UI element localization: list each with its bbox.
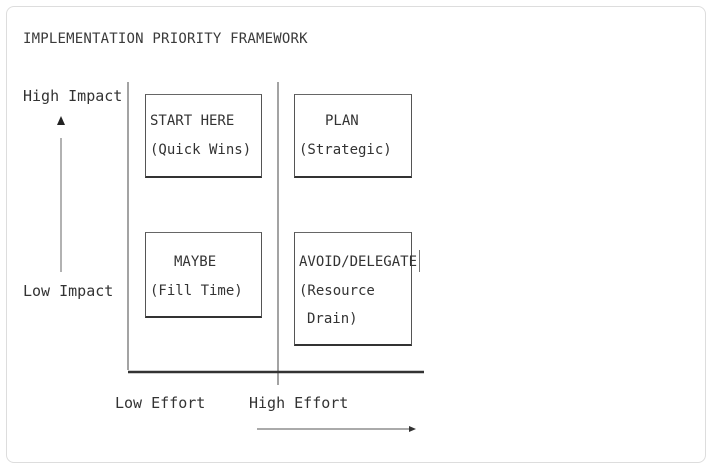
quadrant-strategic-title: PLAN xyxy=(325,113,359,129)
x-axis-low-label: Low Effort xyxy=(115,394,206,412)
quadrant-resource-drain-subtitle-2: Drain) xyxy=(307,311,358,327)
quadrant-fill-time: MAYBE (Fill Time) xyxy=(145,232,262,318)
quadrant-quick-wins-subtitle: (Quick Wins) xyxy=(150,142,252,158)
quadrant-resource-drain-subtitle-1: (Resource xyxy=(299,283,375,299)
up-arrow-icon xyxy=(57,116,65,272)
quadrant-quick-wins-title: START HERE xyxy=(150,113,235,129)
quadrant-fill-time-title: MAYBE xyxy=(174,254,217,270)
diagram-panel xyxy=(6,6,706,463)
quadrant-strategic-subtitle: (Strategic) xyxy=(299,142,392,158)
quadrant-resource-drain: AVOID/DELEGATE (Resource Drain) xyxy=(294,232,417,346)
x-axis-high-label: High Effort xyxy=(249,394,349,412)
quadrant-quick-wins: START HERE (Quick Wins) xyxy=(145,94,262,178)
y-axis-low-label: Low Impact xyxy=(23,282,114,300)
quadrant-fill-time-subtitle: (Fill Time) xyxy=(150,283,243,299)
quadrant-strategic: PLAN (Strategic) xyxy=(294,94,412,178)
right-arrow-icon xyxy=(257,426,416,432)
diagram-title: IMPLEMENTATION PRIORITY FRAMEWORK xyxy=(23,31,308,47)
quadrant-resource-drain-title: AVOID/DELEGATE xyxy=(299,254,418,270)
avoid-delegate-edge-tick xyxy=(419,250,420,272)
y-axis-high-label: High Impact xyxy=(23,87,123,105)
